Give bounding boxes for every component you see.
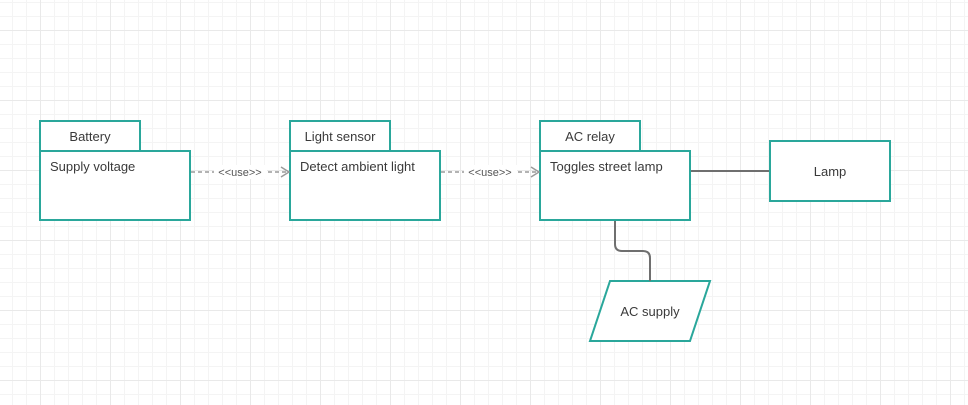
package-battery-body[interactable] [39, 150, 191, 221]
package-ac-relay-body[interactable] [539, 150, 691, 221]
package-light-sensor[interactable]: Light sensor Detect ambient light [289, 120, 441, 221]
node-lamp[interactable]: Lamp [769, 140, 891, 202]
node-ac-supply-shape[interactable] [588, 280, 712, 342]
node-ac-supply-label: AC supply [620, 304, 680, 319]
package-battery-name: Battery [69, 129, 111, 144]
node-ac-supply[interactable]: AC supply [588, 280, 712, 342]
connector-battery-to-light-sensor[interactable]: <<use>> [191, 165, 291, 179]
package-ac-relay-name: AC relay [565, 129, 615, 144]
connector-label-use: <<use>> [468, 167, 511, 179]
package-light-sensor-name: Light sensor [305, 129, 376, 144]
package-battery[interactable]: Battery Supply voltage [39, 120, 191, 221]
connector-label-use: <<use>> [218, 167, 261, 179]
node-lamp-label: Lamp [814, 164, 847, 179]
package-light-sensor-description: Detect ambient light [300, 159, 415, 174]
connector-light-sensor-to-ac-relay[interactable]: <<use>> [441, 165, 541, 179]
package-battery-description: Supply voltage [50, 159, 135, 174]
package-ac-relay-description: Toggles street lamp [550, 159, 663, 174]
connector-ac-relay-to-ac-supply[interactable] [614, 221, 651, 281]
node-lamp-box[interactable] [769, 140, 891, 202]
package-light-sensor-body[interactable] [289, 150, 441, 221]
dependency-arrowhead [530, 166, 541, 178]
connector-label-background [464, 165, 517, 179]
dependency-arrowhead [280, 166, 291, 178]
package-ac-relay[interactable]: AC relay Toggles street lamp [539, 120, 691, 221]
connector-label-background [214, 165, 267, 179]
